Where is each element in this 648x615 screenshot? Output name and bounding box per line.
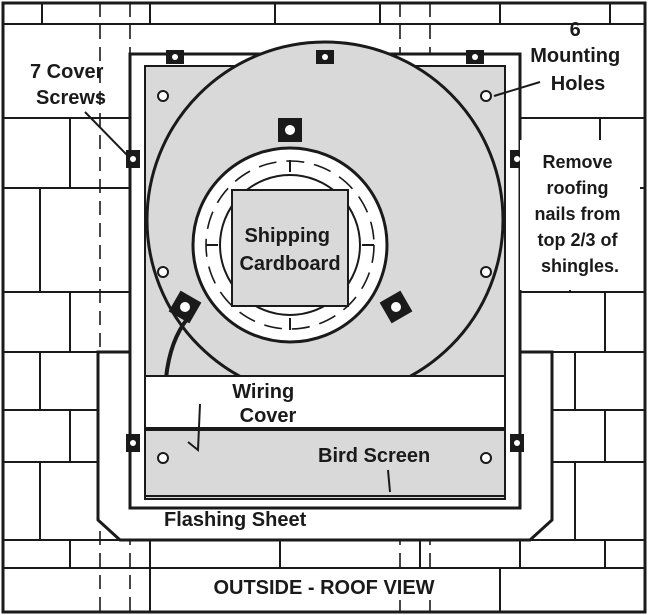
ring-slots (206, 160, 374, 330)
shipping-cardboard-line-1: Shipping (244, 225, 330, 247)
remove-nails-line-3: nails from (534, 204, 620, 224)
wiring-cover-line-1: Wiring (232, 381, 294, 403)
note-backing (520, 140, 640, 290)
view-title-backing (176, 572, 472, 600)
remove-nails-line-5: shingles. (541, 256, 619, 276)
wiring-cover-label: Wiring Cover (232, 381, 300, 427)
shipping-cardboard (231, 189, 349, 307)
bird-screen (144, 429, 506, 497)
remove-nails-line-1: Remove (542, 152, 612, 172)
bird-screen-label: Bird Screen (318, 445, 430, 467)
mounting-holes-line-2: Mounting (530, 45, 620, 67)
mounting-holes-label: 6 Mounting Holes (530, 19, 626, 95)
cover-screws-line-1: 7 Cover (30, 61, 104, 83)
wiring-cover (144, 375, 506, 429)
mounting-holes-line-3: Holes (551, 73, 605, 95)
mounting-holes (157, 90, 492, 464)
flashing-sheet-label: Flashing Sheet (164, 509, 307, 531)
remove-nails-line-2: roofing (547, 178, 609, 198)
view-title: OUTSIDE - ROOF VIEW (213, 577, 434, 599)
cover-screws-line-2: Screws (36, 87, 106, 109)
shipping-cardboard-label: Shipping Cardboard (239, 225, 340, 275)
wiring-cover-line-2: Cover (240, 405, 297, 427)
mounting-holes-line-1: 6 (570, 19, 581, 41)
wire (164, 316, 190, 379)
remove-nails-line-4: top 2/3 of (537, 230, 618, 250)
leader-lines (84, 81, 541, 493)
ring-brackets (168, 118, 413, 324)
shipping-cardboard-line-2: Cardboard (239, 253, 340, 275)
cover-screws-label: 7 Cover Screws (30, 61, 109, 109)
remove-nails-note: Remove roofing nails from top 2/3 of shi… (534, 152, 625, 276)
